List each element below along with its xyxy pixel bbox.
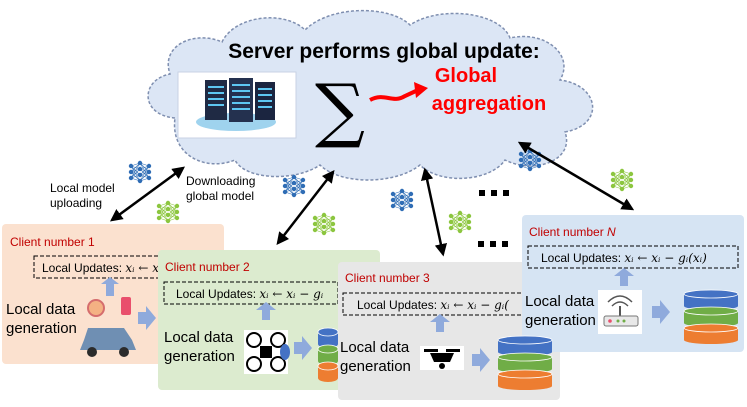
neural-network-icon xyxy=(390,188,414,212)
client-3-data-line1: Local data xyxy=(340,339,410,356)
upload-label-line2: uploading xyxy=(50,196,102,210)
client-2-right-arrow xyxy=(294,336,312,360)
client-1-title: Client number 1 xyxy=(10,235,95,249)
client-3-up-arrow xyxy=(430,314,450,332)
client-1-data-line1: Local data xyxy=(6,301,76,318)
client-1-right-arrow xyxy=(138,306,156,330)
drone-icon xyxy=(420,346,464,370)
neural-network-icon xyxy=(312,212,336,236)
client-1-data-line2: generation xyxy=(6,320,77,337)
client-3-right-arrow xyxy=(472,348,490,372)
server-title: Server performs global update: xyxy=(228,40,540,63)
client-n-link xyxy=(517,141,635,211)
aggregation-arrowhead xyxy=(414,82,428,98)
client-2-update: Local Updates: xᵢ ← xᵢ − gᵢ xyxy=(176,287,324,301)
client-n-data-line2: generation xyxy=(525,312,596,329)
ellipsis-bottom xyxy=(478,241,508,247)
car-phone-icon xyxy=(80,297,136,357)
drone-top-icon xyxy=(244,330,290,374)
neural-network-icon xyxy=(610,168,634,192)
client-2-data-line1: Local data xyxy=(164,329,234,346)
client-2-link xyxy=(276,170,335,245)
client-2-title: Client number 2 xyxy=(165,260,250,274)
client-2-up-arrow xyxy=(256,302,276,320)
client-1-up-arrow xyxy=(101,277,119,296)
global-label-line1: Global xyxy=(435,65,497,87)
client-3-data-line2: generation xyxy=(340,358,411,375)
database-disk xyxy=(317,361,339,382)
client-n-up-arrow xyxy=(614,268,634,286)
database-stacks xyxy=(317,289,739,390)
upload-label-line1: Local model xyxy=(50,181,115,195)
aggregation-arrow xyxy=(369,88,419,102)
database-disk xyxy=(683,323,739,344)
download-label-line2: global model xyxy=(186,189,254,203)
client-n-data-line1: Local data xyxy=(525,293,595,310)
client-n-title: Client number N xyxy=(529,225,616,239)
client-3-link xyxy=(420,167,448,257)
server-rack-icon xyxy=(177,71,297,139)
client-n-update: Local Updates: xᵢ ← xᵢ − gᵢ(xᵢ) xyxy=(541,251,707,265)
sum-symbol: ∑ xyxy=(315,69,365,151)
client-2-data-line2: generation xyxy=(164,348,235,365)
neural-network-icon xyxy=(282,174,306,198)
client-1-update: Local Updates: xᵢ ← xᵢ xyxy=(42,261,162,275)
database-disk xyxy=(683,306,739,327)
neural-network-icon xyxy=(128,160,152,184)
client-3-title: Client number 3 xyxy=(345,271,430,285)
database-disk xyxy=(497,369,553,390)
ellipsis-top xyxy=(479,190,509,196)
client-1-link xyxy=(109,166,186,222)
client-3-update: Local Updates: xᵢ ← xᵢ − gᵢ( xyxy=(357,298,509,312)
download-label-line1: Downloading xyxy=(186,174,255,188)
global-label-line2: aggregation xyxy=(432,93,546,115)
client-n-right-arrow xyxy=(652,300,670,324)
neural-network-icon xyxy=(448,210,472,234)
neural-network-icon xyxy=(156,200,180,224)
router-icon xyxy=(598,290,642,334)
